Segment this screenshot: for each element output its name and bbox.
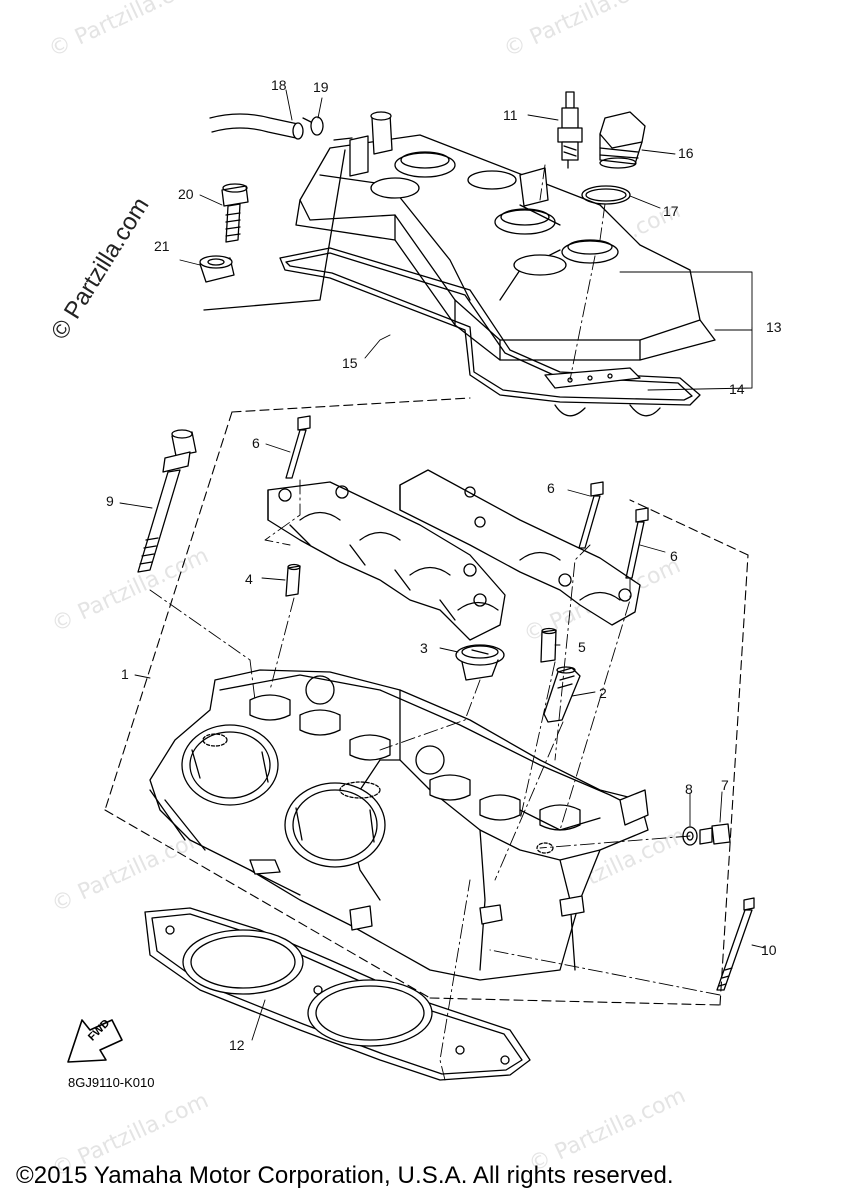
spark-plug: [557, 91, 583, 169]
o-ring: [581, 185, 631, 205]
plate-14: [544, 367, 641, 389]
callout-6c: 6: [670, 548, 678, 564]
cam-cap-bolt-b: [578, 481, 604, 549]
callout-14: 14: [729, 381, 745, 397]
fwd-arrow-icon: [67, 1019, 123, 1063]
callout-11: 11: [503, 107, 518, 123]
head-bolt: [137, 429, 197, 573]
callout-7: 7: [721, 777, 729, 793]
callout-6b: 6: [547, 480, 555, 496]
assembly-outline: [104, 397, 749, 1006]
callout-6a: 6: [252, 435, 260, 451]
callout-12: 12: [229, 1037, 245, 1053]
valve-cover: [295, 111, 716, 417]
head-gasket: [144, 907, 531, 1081]
callout-17: 17: [663, 203, 679, 219]
cam-cap-bolt-c: [625, 507, 649, 579]
leader-lines: [119, 89, 766, 1041]
dowel-pin-4: [285, 563, 301, 597]
callout-4: 4: [245, 571, 253, 587]
callout-8: 8: [685, 781, 693, 797]
breather-hose: [209, 113, 304, 140]
cylinder-head: [149, 669, 649, 981]
callout-9: 9: [106, 493, 114, 509]
callout-18: 18: [271, 77, 287, 93]
callout-20: 20: [178, 186, 194, 202]
stud-bolt: [716, 897, 755, 991]
callout-15: 15: [342, 355, 358, 371]
callout-19: 19: [313, 79, 329, 95]
callout-1: 1: [121, 666, 129, 682]
camshaft-holder-left: [267, 481, 506, 641]
callout-21: 21: [154, 238, 170, 254]
drawing-code: 8GJ9110-K010: [68, 1075, 155, 1090]
valve-cover-gasket: [279, 247, 701, 406]
oil-filler-cap: [599, 111, 646, 169]
plug-cap: [455, 644, 505, 681]
grommet: [199, 255, 235, 283]
sleeve: [543, 666, 581, 723]
hose-clip: [302, 116, 324, 136]
callout-13: 13: [766, 319, 782, 335]
callout-5: 5: [578, 639, 586, 655]
drain-bolt: [699, 823, 731, 845]
copyright-notice: ©2015 Yamaha Motor Corporation, U.S.A. A…: [16, 1162, 674, 1189]
callout-2: 2: [599, 685, 607, 701]
callout-16: 16: [678, 145, 694, 161]
cover-bolt: [221, 183, 249, 243]
dowel-pin-5: [540, 627, 557, 663]
callout-10: 10: [761, 942, 777, 958]
callout-3: 3: [420, 640, 428, 656]
cam-cap-bolt-a: [285, 415, 311, 479]
camshaft-holder-right: [399, 469, 641, 626]
alignment-lines: [149, 164, 721, 1081]
